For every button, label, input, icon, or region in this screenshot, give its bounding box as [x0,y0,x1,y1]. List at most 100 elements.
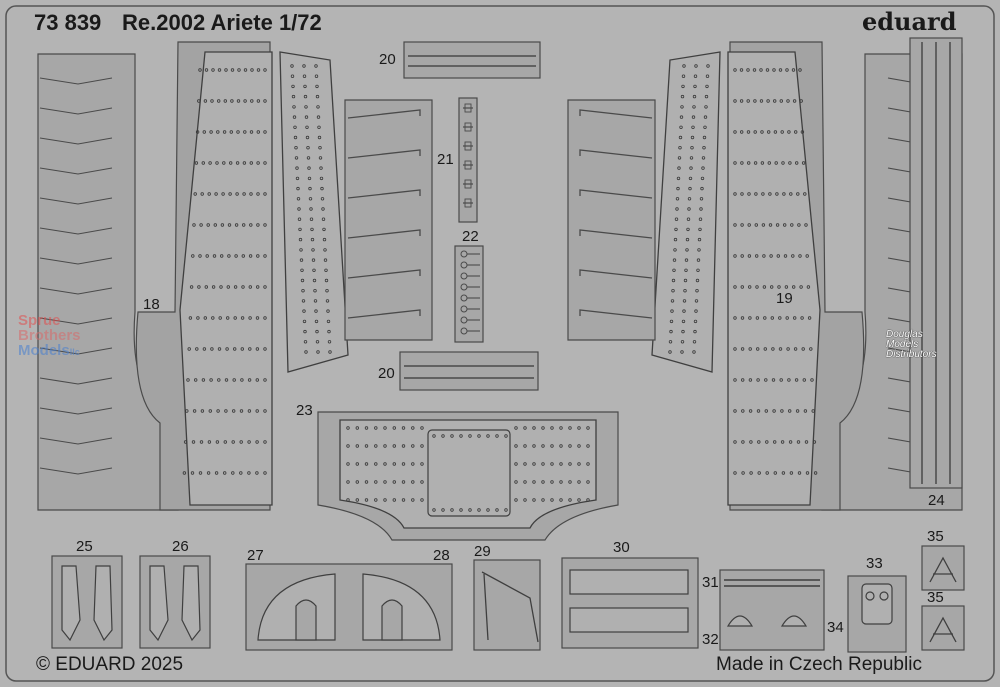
kit-title: Re.2002 Ariete 1/72 [122,10,322,35]
rivet [411,480,415,484]
tab [464,103,472,113]
part-number-19: 19 [776,290,793,307]
rivet [392,444,396,448]
rivet [577,480,581,484]
rivet [300,268,304,272]
watermark-left-line2: Brothers [18,327,81,344]
rivet [249,161,253,165]
rivet [795,161,799,165]
rivet [774,161,778,165]
rivet [304,105,308,109]
rivet [756,378,760,382]
rivet [577,444,581,448]
rivet [733,192,737,196]
rivet [392,498,396,502]
rivet [692,340,697,344]
rivet [374,480,378,484]
rivet [523,426,527,430]
rib-line [39,197,113,205]
rivet [684,268,688,272]
rivet [211,285,216,289]
rivet [747,161,751,165]
rivet [778,347,783,351]
rivet [733,161,737,165]
rivet [705,84,709,89]
rivet [206,223,210,227]
rivet [695,278,700,283]
rib-line [39,287,113,295]
rivet [532,444,536,448]
rivet [219,254,224,258]
rivet [733,409,737,413]
rivet [701,156,706,160]
rivet [302,309,306,313]
rivet [256,223,260,227]
rivet [312,268,316,272]
rivet [733,223,737,227]
rivet [263,471,267,475]
rivet [317,135,322,140]
rivet [748,378,753,382]
rivet [311,258,316,262]
rivet [207,192,211,196]
rivet [225,316,230,320]
rivet [755,316,760,320]
rivet [228,161,233,165]
rivet [586,498,590,502]
rivet [420,426,424,430]
rivet [243,130,247,134]
rivet [740,347,745,351]
bracket-line [347,269,421,279]
rivet [201,161,205,165]
rib-line [39,437,113,445]
rivet [242,161,247,165]
rivet [195,347,199,351]
rivet [297,207,301,211]
rivet [293,135,298,140]
flap-assembly-left [37,41,433,511]
rivet [211,316,215,320]
rivet [550,426,554,430]
rivet [189,285,194,289]
rivet [686,227,690,232]
bracket-line [347,309,421,319]
rivet [809,347,813,351]
rivet [247,471,251,475]
rivet [787,130,791,134]
rib-line [39,77,113,85]
rivet [211,68,215,72]
part-24 [909,37,963,489]
rivet [325,299,330,303]
rivet [187,347,191,351]
rivet [797,223,801,227]
rivet [703,125,707,129]
rivet [733,316,737,320]
rivet [223,99,227,103]
rivet [326,319,331,324]
rivet [759,99,764,103]
rivet [294,156,299,160]
rivet [199,440,204,444]
rivet [772,68,776,72]
flap-left-upper [279,51,349,373]
rivet [681,74,686,78]
rivet [213,223,217,227]
rib-line [39,257,113,265]
rivet [753,130,757,134]
watermark-left-line3: Modelsllc [18,343,81,358]
rivet [805,254,809,258]
rivet [806,285,811,289]
rivet [800,316,804,320]
watermark-left-line3-text: Models [18,342,70,359]
rivet [197,285,201,289]
eduard-logo: eduard [862,7,957,36]
rivet [765,68,770,72]
rivet [256,99,261,103]
rivet [355,498,359,502]
rivet [696,268,700,272]
rivet [228,192,232,196]
rivet [290,64,294,68]
rivet [232,347,237,351]
rivet [299,248,303,252]
rivet [294,145,298,150]
